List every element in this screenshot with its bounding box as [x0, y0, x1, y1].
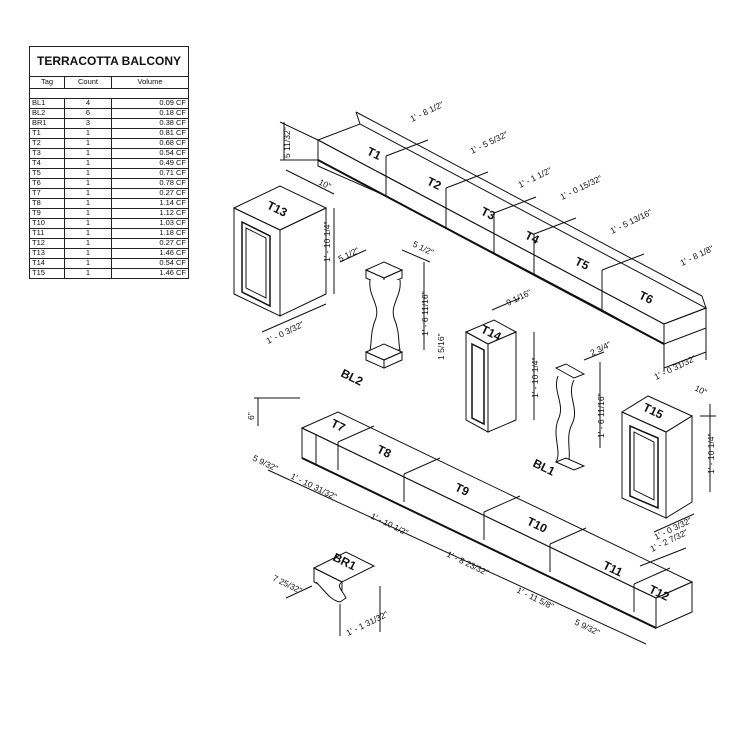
joint-t7-t8: [337, 425, 375, 443]
joint-t4-t5: [533, 217, 577, 235]
bottom-dim-line: [267, 469, 647, 645]
t15-side: [665, 415, 693, 519]
dim-top-t3: 1' - 1 1/2": [516, 165, 553, 190]
t14-side: [487, 331, 517, 433]
dim-top-end: 1' - 0 31/32": [652, 353, 697, 382]
dim-bottom-t10: 1' - 8 23/32": [445, 549, 490, 578]
tag-t1: T1: [365, 144, 384, 163]
tag-t9: T9: [453, 480, 472, 499]
dim-t14-height: 1' - 10 1/4": [530, 357, 540, 398]
dim-bl2-b: 5 1/2": [411, 239, 435, 258]
t13-side: [279, 207, 327, 317]
dim-t14-width: 9 1/16": [504, 287, 532, 308]
dim-t13-width: 10": [317, 177, 333, 191]
top-end-dim: [663, 351, 707, 369]
tag-bl2: BL2: [339, 366, 366, 389]
dim-top-t4: 1' - 0 15/32": [558, 173, 603, 202]
dim-bottom-t8: 1' - 10 31/32": [289, 471, 338, 502]
joint-t3-t4: [493, 196, 537, 214]
joint-t1-t2: [385, 139, 429, 157]
dim-bottom-height: 6": [246, 412, 256, 420]
dim-bottom-t11: 1' - 11 5/8": [515, 585, 555, 611]
dim-top-t1: 1' - 8 1/2": [408, 99, 445, 124]
top-row-front: [317, 139, 665, 345]
dim-bl2-a: 5 1/2": [336, 245, 360, 264]
tag-t8: T8: [375, 442, 394, 461]
dim-bottom-end: 5 9/32": [251, 453, 279, 474]
tag-t7: T7: [329, 416, 348, 435]
bl2-shaft: [369, 279, 401, 351]
dim-bl2-base: 1 5/16": [436, 333, 446, 360]
dim-t13-depth: 1' - 0 3/32": [264, 319, 305, 346]
tag-t4: T4: [523, 228, 542, 247]
top-dim-line: [355, 111, 703, 297]
dim-bottom-t12: 5 9/32": [573, 617, 601, 638]
dim-br1-width: 7 25/32": [271, 573, 304, 596]
dim-top-t2: 1' - 5 5/32": [468, 129, 509, 156]
tag-bl1: BL1: [531, 456, 558, 479]
dim-top-t5: 1' - 5 13/16": [608, 207, 653, 236]
dim-t15-width: 10": [693, 383, 709, 397]
joint-t2-t3: [445, 171, 489, 189]
bottom-row-end: [655, 581, 693, 629]
dim-t13-height: 1' - 10 1/4": [322, 221, 332, 262]
dim-top-t6: 1' - 8 1/8": [678, 243, 715, 268]
bl2-cap: [364, 261, 404, 279]
schedule-title: TERRACOTTA BALCONY: [29, 46, 189, 77]
dim-br1-height: 1' - 1 31/32": [344, 609, 389, 638]
dim-bl1-height: 1' - 6 11/16": [596, 393, 606, 438]
tag-t3: T3: [479, 204, 498, 223]
cell-volume: 1.46 CF: [111, 268, 189, 279]
bl1-profile: [555, 375, 576, 467]
joint-t8-t9: [403, 457, 441, 475]
dim-bl2-height: 1' - 6 11/16": [420, 291, 430, 336]
bl1-cap: [554, 363, 586, 379]
tag-t2: T2: [425, 174, 444, 193]
joint-t9-t10: [483, 495, 521, 513]
bottom-row-front: [301, 427, 657, 629]
tag-t5: T5: [573, 254, 592, 273]
joint-t11-t12: [633, 567, 671, 585]
dim-top-height: 5 11/32": [282, 127, 292, 158]
joint-t5-t6: [601, 253, 645, 271]
dim-bl1-width: 2 3/4": [588, 339, 612, 358]
dim-t15-height: 1' - 10 1/4": [706, 433, 716, 474]
joint-t10-t11: [549, 527, 587, 545]
dim-bottom-t9: 1' - 10 1/2": [369, 511, 410, 538]
tag-t6: T6: [637, 288, 656, 307]
